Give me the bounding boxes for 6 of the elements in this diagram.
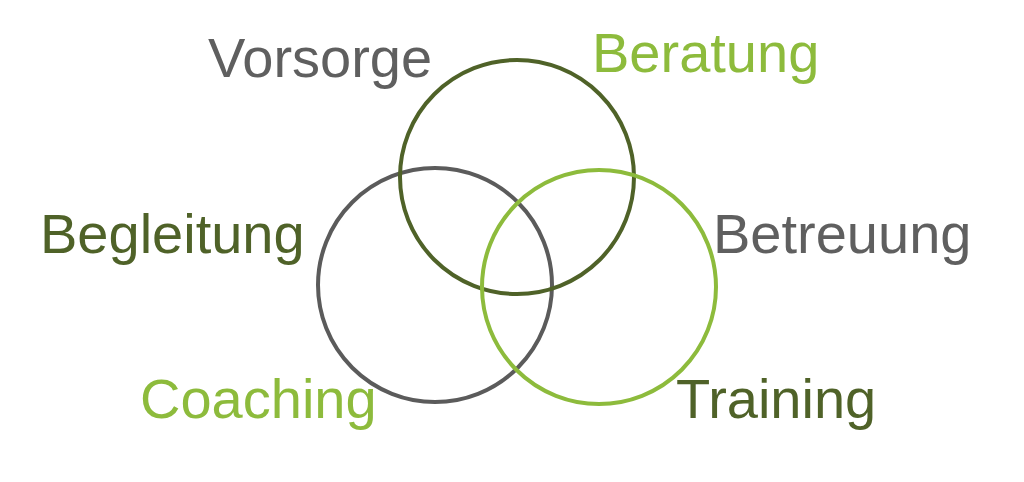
term-label: Begleitung: [40, 202, 305, 267]
term-label: Vorsorge: [208, 26, 433, 91]
term-label: Training: [676, 367, 877, 432]
term-label: Coaching: [140, 367, 377, 432]
term-label: Beratung: [592, 21, 820, 86]
term-label: Betreuung: [713, 202, 972, 267]
